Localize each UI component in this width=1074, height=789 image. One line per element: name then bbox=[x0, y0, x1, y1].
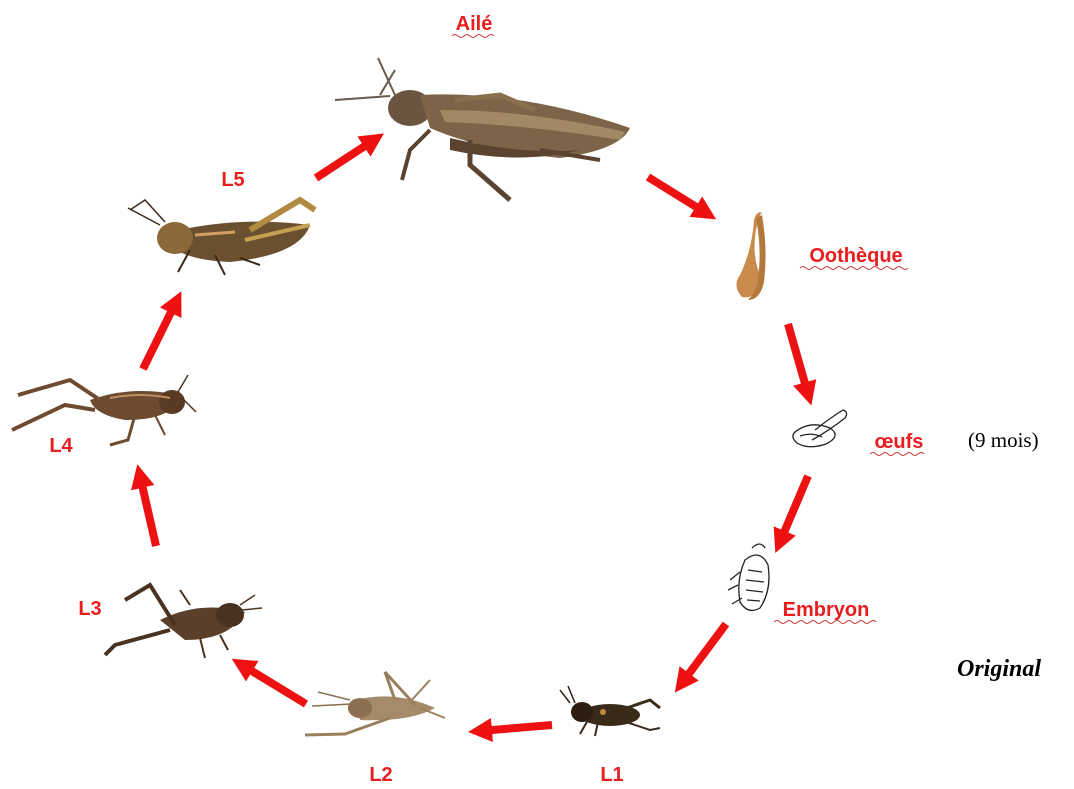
nymph-l4-image bbox=[12, 375, 196, 445]
label-aile: Ailé bbox=[456, 13, 493, 35]
arrow-oeufs-to-embryon bbox=[780, 476, 808, 542]
arrow-l1-to-l2 bbox=[480, 725, 552, 731]
source-note: Original bbox=[957, 656, 1041, 683]
label-l2: L2 bbox=[369, 764, 392, 786]
incubation-duration-note: (9 mois) bbox=[968, 428, 1039, 453]
arrow-l2-to-l3 bbox=[242, 665, 306, 704]
label-l5: L5 bbox=[221, 169, 244, 191]
nymph-l2-image bbox=[305, 672, 445, 735]
arrow-l5-to-aile bbox=[316, 140, 374, 178]
label-l3: L3 bbox=[78, 598, 101, 620]
label-l1: L1 bbox=[600, 764, 623, 786]
embryo-image bbox=[728, 544, 769, 610]
oostheque-image bbox=[736, 212, 765, 300]
label-oeufs: œufs bbox=[875, 431, 924, 453]
arrow-embryon-to-l1 bbox=[682, 624, 726, 683]
label-l4: L4 bbox=[49, 435, 73, 457]
arrow-oostheque-to-oeufs bbox=[788, 324, 808, 394]
nymph-l5-image bbox=[128, 200, 315, 275]
label-embryon: Embryon bbox=[783, 599, 870, 621]
arrow-l4-to-l5 bbox=[143, 302, 176, 369]
nymph-l3-image bbox=[105, 585, 262, 658]
nymph-l1-image bbox=[560, 686, 660, 736]
arrow-l3-to-l4 bbox=[140, 476, 156, 546]
winged-adult-image bbox=[335, 58, 630, 200]
eggs-image bbox=[793, 410, 847, 447]
arrow-aile-to-oostheque bbox=[648, 177, 706, 213]
label-oostheque: Oothèque bbox=[809, 245, 902, 267]
